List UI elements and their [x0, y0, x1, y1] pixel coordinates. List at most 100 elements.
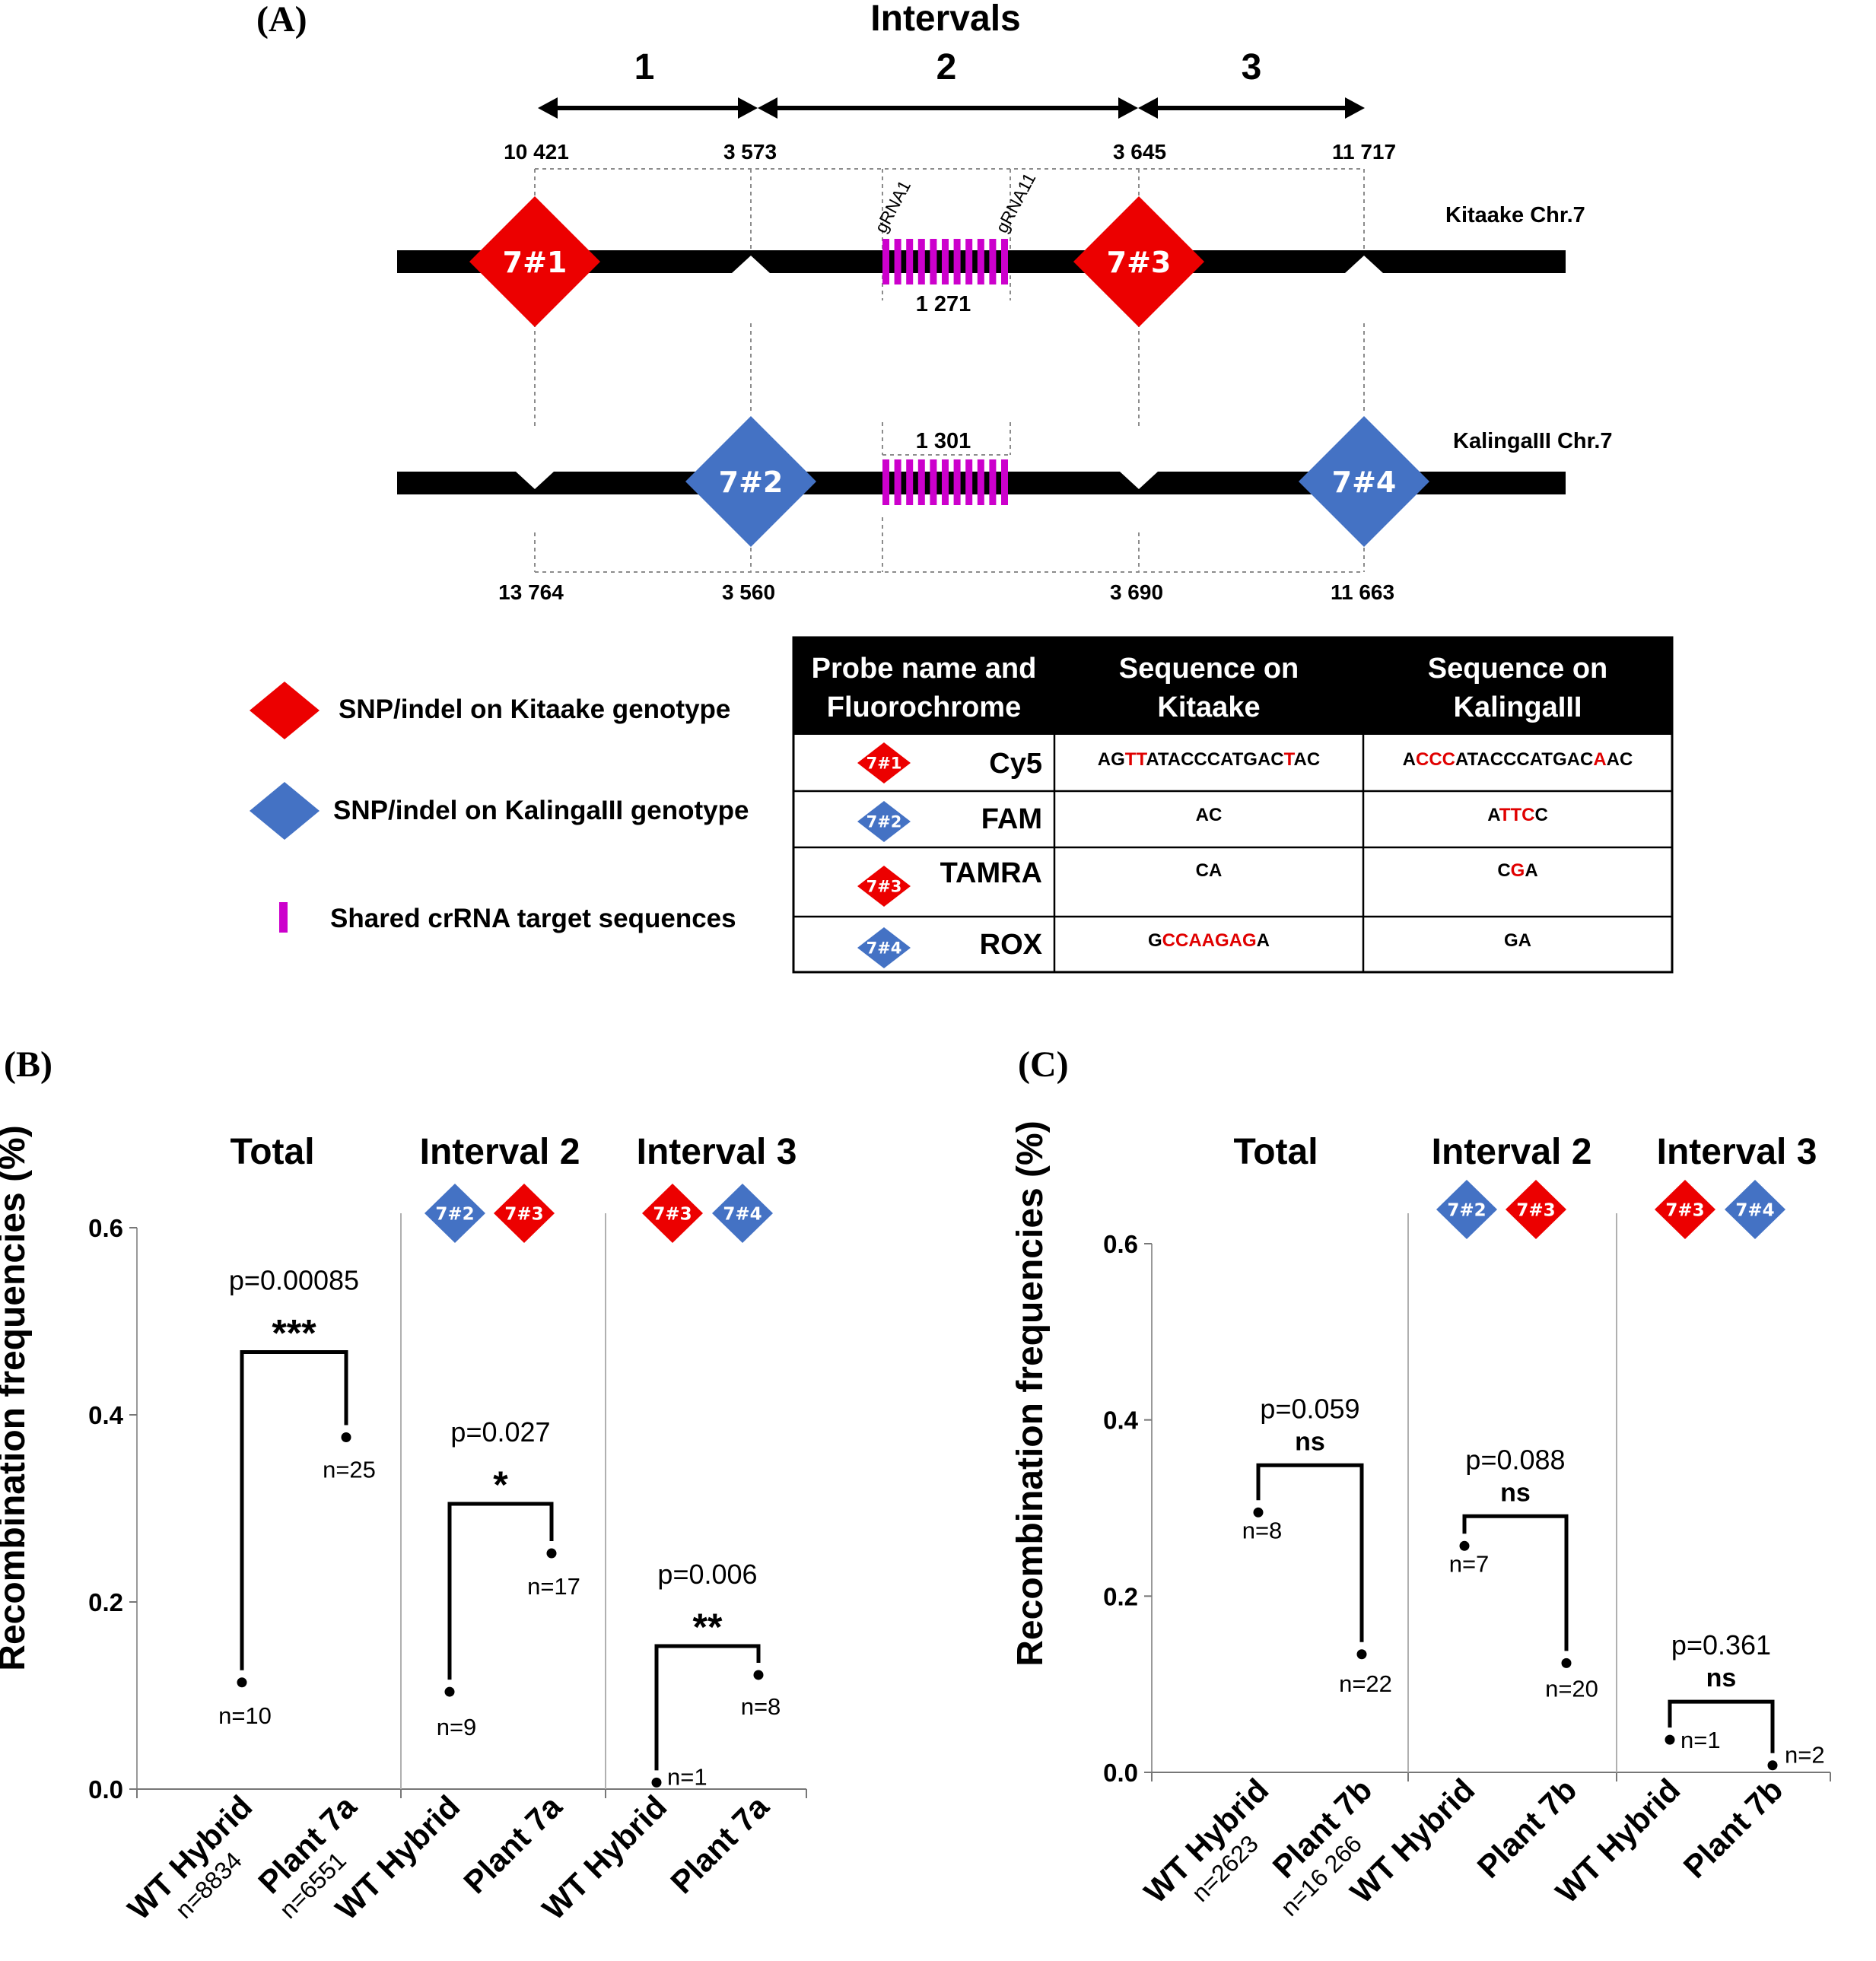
- panel-a-label: (A): [256, 0, 307, 40]
- significance-bracket: [1256, 1463, 1364, 1642]
- table-fluorochrome: Cy5: [989, 748, 1042, 780]
- table-border: [792, 636, 1674, 974]
- interval-1-number: 1: [634, 47, 655, 87]
- data-point: [1459, 1540, 1470, 1551]
- significance-label: ns: [1295, 1427, 1325, 1456]
- match-base: C: [1534, 805, 1547, 825]
- kitaake-boundary-label: 3 645: [1113, 140, 1166, 164]
- match-base: AG: [1098, 749, 1125, 770]
- group-marker-diamond-label: 7#2: [435, 1204, 474, 1224]
- group-marker-diamond: 7#2: [1436, 1180, 1497, 1239]
- crRNA-target-stripe: [953, 459, 961, 505]
- mismatch-base: T: [1284, 749, 1296, 770]
- crRNA-target-stripe: [977, 239, 984, 284]
- interval-2-arrow-head-left: [758, 97, 777, 119]
- group-marker-diamond: 7#3: [1655, 1180, 1715, 1239]
- svg-text:7#2: 7#2: [719, 466, 784, 499]
- crRNA-target-stripe: [965, 239, 973, 284]
- crRNA-target-stripe: [942, 459, 949, 505]
- interval-arrows: [538, 97, 1365, 119]
- group-title: Interval 3: [637, 1132, 797, 1172]
- crRNA-target-stripe: [882, 459, 889, 505]
- p-value-label: p=0.059: [1260, 1393, 1359, 1424]
- table-marker-diamond-label: 7#1: [866, 755, 902, 773]
- panel-label: (B): [4, 1044, 52, 1085]
- kitaake-notch: [732, 256, 770, 273]
- match-base: A: [1487, 805, 1500, 825]
- crRNA-target-stripe: [942, 239, 949, 284]
- kalinga-chromosome-label: KalingaIII Chr.7: [1453, 429, 1613, 453]
- group-title: Interval 2: [420, 1132, 580, 1172]
- point-count-label: n=25: [323, 1457, 376, 1483]
- gRNA11-label: gRNA11: [991, 170, 1039, 236]
- y-tick-label: 0.6: [88, 1214, 123, 1242]
- crRNA-target-stripe: [953, 239, 961, 284]
- match-base: C: [1497, 860, 1510, 881]
- y-tick-label: 0.6: [1103, 1230, 1138, 1258]
- crRNA-target-stripe: [989, 459, 997, 505]
- crRNA-target-stripe: [977, 459, 984, 505]
- table-fluorochrome: TAMRA: [940, 857, 1042, 889]
- x-category-label: Plant 7b: [1677, 1772, 1790, 1885]
- gRNA1-label: gRNA1: [870, 177, 914, 237]
- p-value-label: p=0.361: [1671, 1629, 1771, 1661]
- point-count-label: n=10: [218, 1702, 272, 1729]
- y-axis-label: Recombination frequencies (%): [0, 1125, 33, 1670]
- legend-magenta-bar: [279, 902, 288, 933]
- data-point: [1356, 1649, 1367, 1660]
- data-point: [1253, 1507, 1264, 1518]
- table-header-cell: Sequence on: [1119, 653, 1299, 685]
- group-marker-diamond-label: 7#3: [504, 1204, 543, 1224]
- match-base: A: [1525, 860, 1537, 881]
- kalinga-boundary-label: 13 764: [498, 580, 564, 604]
- interval-2-arrow-head-right: [1118, 97, 1138, 119]
- table-sequence-kalinga: ATTCC: [1487, 805, 1548, 825]
- mismatch-base: TTC: [1499, 805, 1535, 825]
- marker-7-4-diamond: 7#4: [1299, 416, 1429, 547]
- match-base: CA: [1196, 860, 1223, 881]
- table-header-cell: Fluorochrome: [827, 691, 1021, 723]
- group-marker-diamond: 7#3: [1506, 1180, 1566, 1239]
- match-base: A: [1403, 749, 1416, 770]
- crRNA-target-stripe: [894, 239, 901, 284]
- y-tick-label: 0.4: [88, 1401, 124, 1429]
- kitaake-boundary-label: 10 421: [504, 140, 569, 164]
- group-title: Interval 2: [1432, 1132, 1592, 1172]
- y-tick-label: 0.4: [1103, 1406, 1139, 1435]
- interval-3-number: 3: [1242, 47, 1262, 87]
- mismatch-base: CCC: [1416, 749, 1455, 770]
- kitaake-notch: [1345, 256, 1383, 273]
- marker-7-1-diamond: 7#1: [469, 196, 600, 327]
- crRNA-target-stripe: [930, 459, 937, 505]
- significance-label: ***: [272, 1312, 316, 1355]
- kalinga-notch: [516, 472, 554, 489]
- table-sequence-kitaake: AGTTATACCCATGACTAC: [1098, 749, 1320, 770]
- kalinga-crRNA-span-label: 1 301: [916, 429, 971, 453]
- group-marker-diamond-label: 7#2: [1447, 1200, 1486, 1220]
- marker-7-3-diamond: 7#3: [1073, 196, 1204, 327]
- significance-label: ns: [1500, 1478, 1531, 1507]
- table-header-cell: Probe name and: [812, 653, 1037, 685]
- group-marker-diamond: 7#2: [424, 1184, 485, 1243]
- crRNA-target-stripe: [989, 239, 997, 284]
- point-count-label: n=1: [1680, 1727, 1721, 1753]
- crRNA-target-stripe: [882, 239, 889, 284]
- crRNA-target-stripe: [917, 239, 925, 284]
- group-marker-diamond: 7#4: [712, 1184, 773, 1243]
- panel-c-chart: (C)Recombination frequencies (%)0.00.20.…: [1010, 1044, 1831, 1921]
- match-base: ATACCCATGAC: [1146, 749, 1283, 770]
- table-header-bg: [793, 637, 1672, 735]
- match-base: G: [1148, 930, 1162, 951]
- group-marker-diamond-label: 7#3: [653, 1204, 692, 1224]
- table-marker-diamond: 7#2: [857, 801, 911, 842]
- table-sequence-kalinga: GA: [1504, 930, 1531, 951]
- legend-red-diamond: [250, 682, 320, 739]
- p-value-label: p=0.027: [450, 1416, 550, 1448]
- table-marker-diamond-label: 7#4: [866, 939, 902, 958]
